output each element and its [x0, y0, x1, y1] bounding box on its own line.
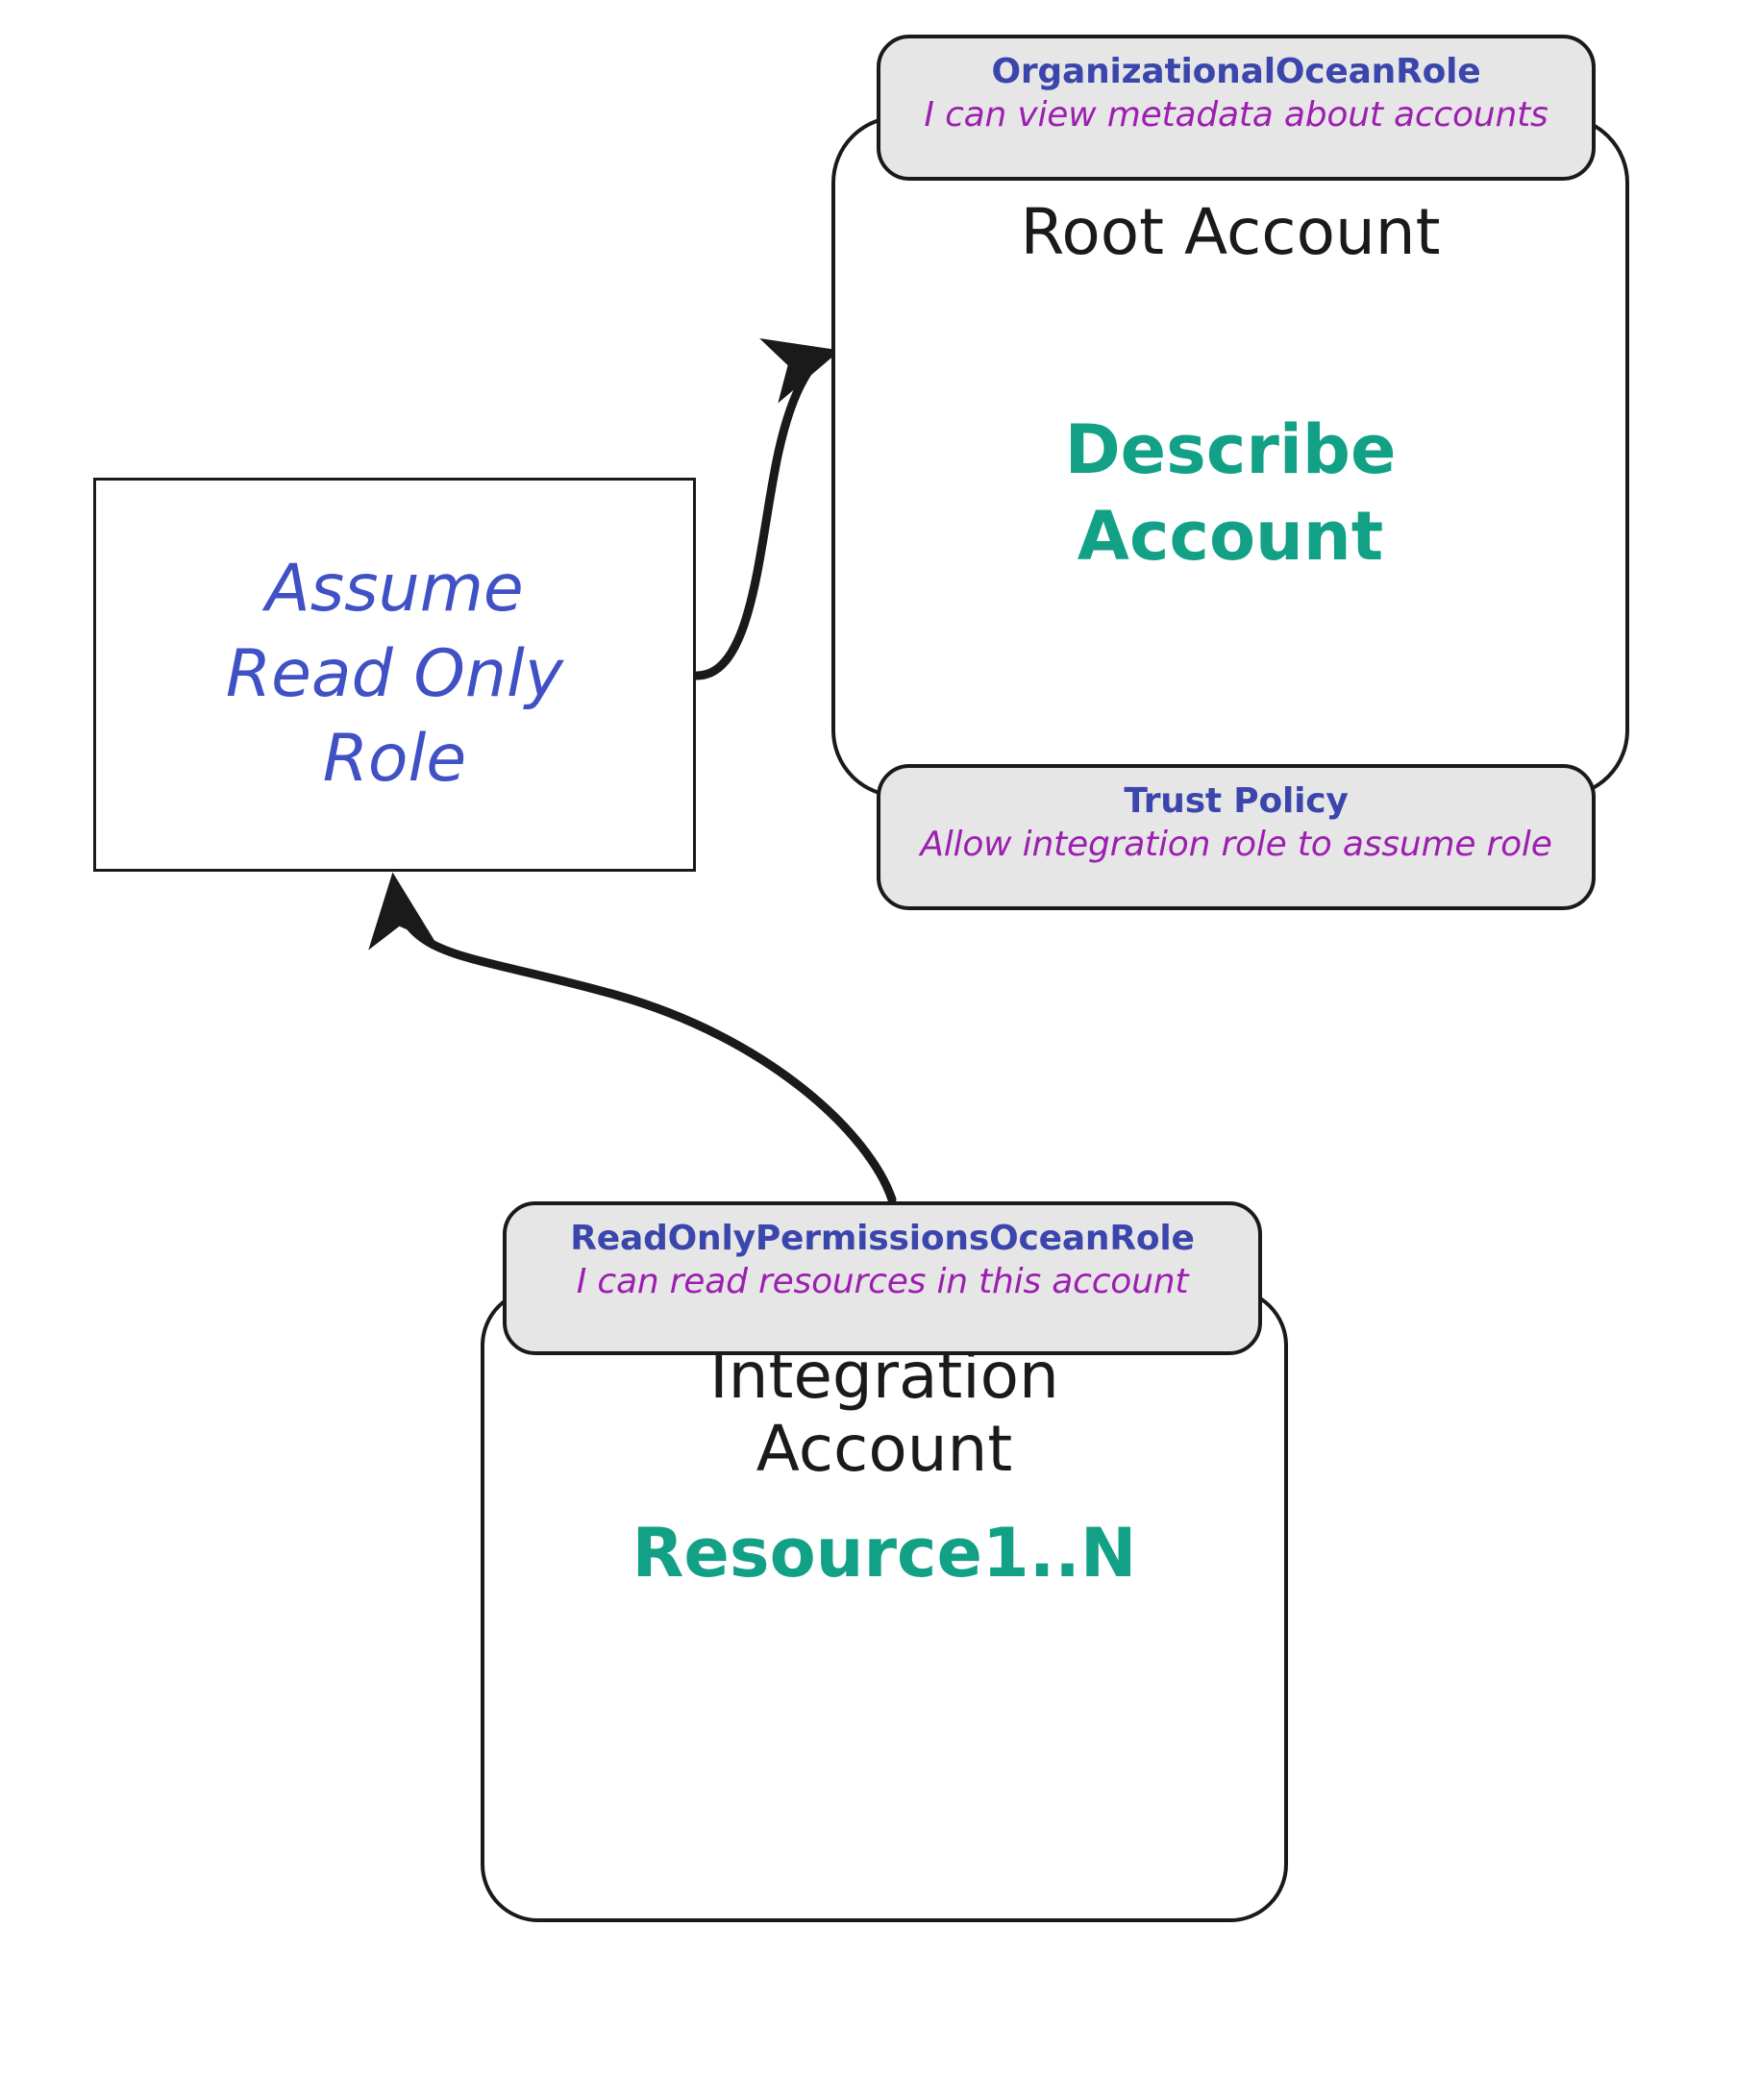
root-account-container[interactable]: Root Account Describe Account — [831, 115, 1629, 798]
badge-trust-policy-name: Trust Policy — [1124, 781, 1349, 821]
integration-account-resource-label: Resource1..N — [632, 1514, 1137, 1593]
edge-integration-to-assume — [368, 872, 897, 1204]
root-account-action-label: Describe Account — [1064, 410, 1397, 576]
integration-account-container[interactable]: Integration Account Resource1..N — [481, 1288, 1288, 1922]
badge-read-only-permissions-ocean-role-description: I can read resources in this account — [576, 1262, 1189, 1301]
badge-organizational-ocean-role-name: OrganizationalOceanRole — [991, 52, 1481, 91]
badge-read-only-permissions-ocean-role-name: ReadOnlyPermissionsOceanRole — [570, 1219, 1195, 1258]
edge-assume-to-root — [692, 338, 841, 680]
badge-organizational-ocean-role-description: I can view metadata about accounts — [924, 95, 1548, 135]
assume-read-only-role-label: Assume Read Only Role — [225, 551, 564, 798]
badge-read-only-permissions-ocean-role[interactable]: ReadOnlyPermissionsOceanRole I can read … — [503, 1201, 1262, 1355]
assume-read-only-role-node[interactable]: Assume Read Only Role — [93, 478, 696, 872]
integration-account-title: Integration Account — [709, 1339, 1059, 1486]
root-account-title: Root Account — [1020, 195, 1441, 269]
badge-trust-policy-description: Allow integration role to assume role — [920, 825, 1552, 864]
badge-trust-policy[interactable]: Trust Policy Allow integration role to a… — [877, 764, 1596, 910]
badge-organizational-ocean-role[interactable]: OrganizationalOceanRole I can view metad… — [877, 35, 1596, 181]
